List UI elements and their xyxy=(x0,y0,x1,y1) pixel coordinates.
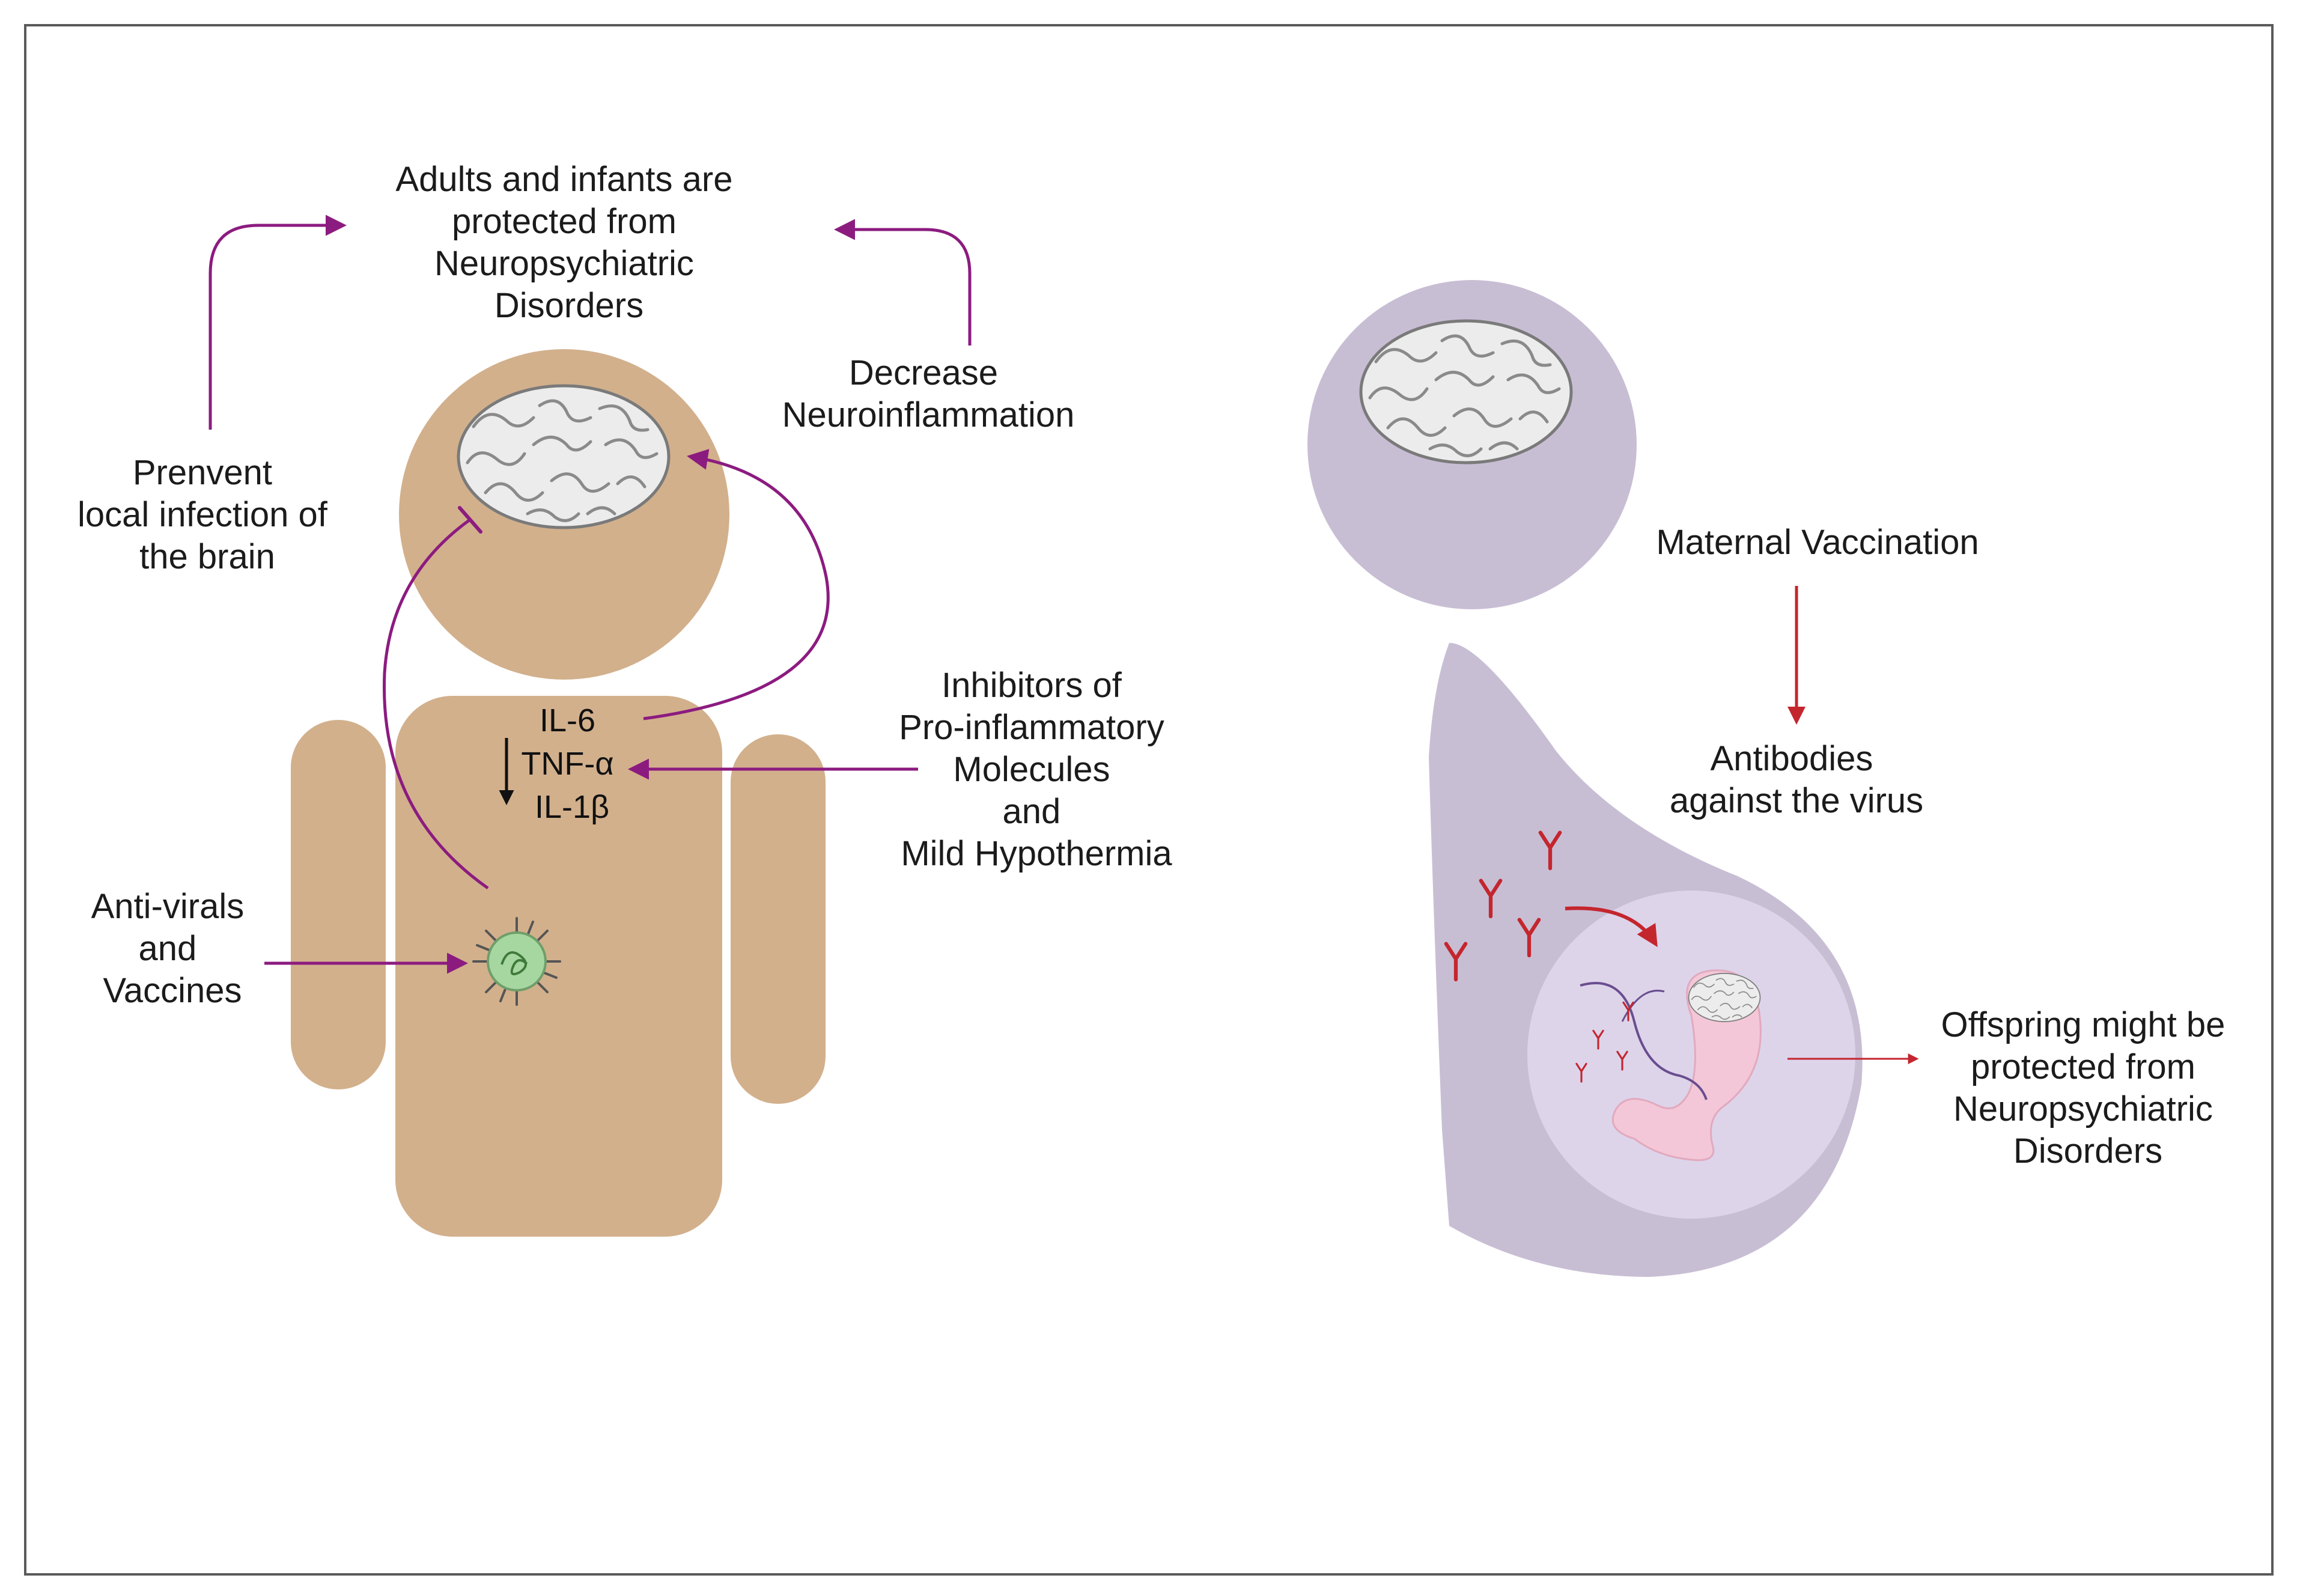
brain-icon xyxy=(1361,321,1571,463)
inhibitors-label: Inhibitors of Pro-inflammatory Molecules… xyxy=(899,666,1174,873)
virus-icon xyxy=(472,917,561,1006)
antivirals-label: Anti-virals and Vaccines xyxy=(91,887,254,1010)
maternal-vaccination-label: Maternal Vaccination xyxy=(1656,523,1979,562)
prevent-to-outcome-arrow xyxy=(208,215,347,430)
virus-to-brain-inhibition xyxy=(382,518,489,890)
inhibition-bar xyxy=(458,506,482,534)
cytokine-to-brain-arrow xyxy=(643,449,830,720)
decrease-neuroinflammation-label: Decrease Neuroinflammation xyxy=(782,353,1075,434)
adult-torso xyxy=(395,696,722,1237)
antibodies-to-fetus-arrow xyxy=(1565,906,1658,948)
brain-icon xyxy=(458,386,669,528)
fetus-icon xyxy=(1580,969,1762,1162)
adult-figure xyxy=(291,349,826,1237)
antibodies-label: Antibodies against the virus xyxy=(1670,739,1923,820)
outcome-label: Adults and infants are protected from Ne… xyxy=(395,160,742,325)
adult-right-arm xyxy=(731,734,826,1104)
adult-left-arm xyxy=(291,720,386,1089)
prevent-infection-label: Prenvent local infection of the brain xyxy=(78,453,337,576)
cytokine-list: IL-6 TNF-α IL-1β xyxy=(521,702,622,825)
offspring-label: Offspring might be protected from Neurop… xyxy=(1941,1005,2235,1171)
womb xyxy=(1527,891,1855,1219)
pregnant-figure xyxy=(1307,280,1863,1277)
figure-border xyxy=(24,24,2274,1576)
decrease-to-outcome-arrow xyxy=(834,219,972,346)
